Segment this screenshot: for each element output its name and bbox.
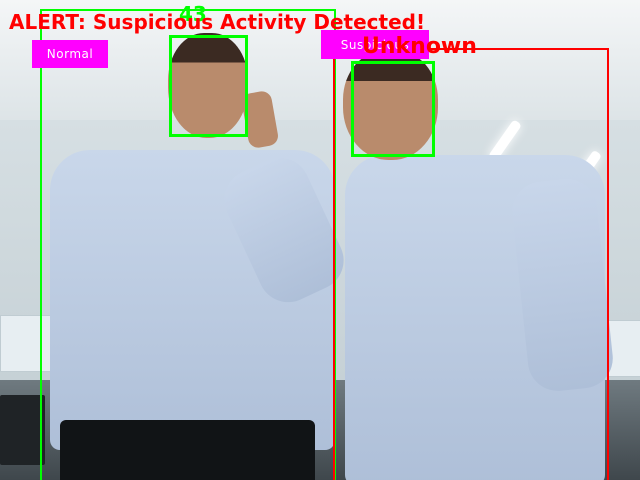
pants <box>60 420 315 480</box>
label-suspicious-text: Suspicious <box>340 37 410 52</box>
face-id-left: 43 <box>179 2 207 26</box>
face-box-right <box>351 61 435 157</box>
detection-box-left <box>40 9 336 480</box>
label-suspicious: Suspicious <box>321 30 429 59</box>
monitor <box>0 395 45 465</box>
face-id-right: Unknown <box>362 34 477 59</box>
face <box>168 33 248 138</box>
face <box>343 50 438 160</box>
alert-text: ALERT: Suspicious Activity Detected! <box>9 10 426 34</box>
face-box-left <box>169 35 248 137</box>
label-normal: Normal <box>32 40 108 68</box>
label-normal-text: Normal <box>46 47 94 61</box>
detection-box-right <box>333 48 609 480</box>
